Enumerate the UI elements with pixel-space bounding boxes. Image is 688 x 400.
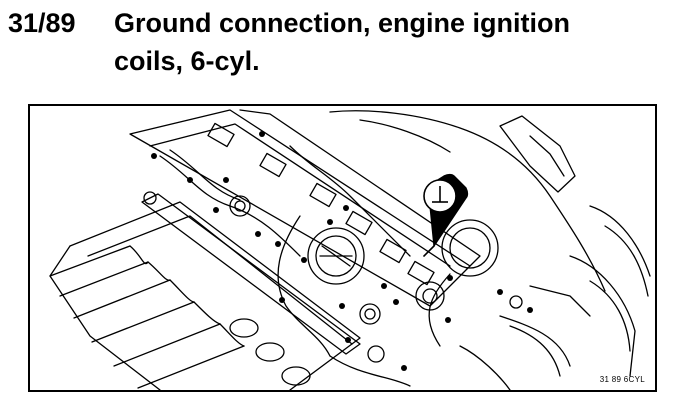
engine-bay-drawing [49,109,651,390]
oil-filler-cap [307,227,365,285]
document-title-line-1: Ground connection, engine ignition [114,8,570,38]
document-number: 31/89 [8,8,76,38]
ground-icon [423,179,457,213]
ignition-coils [207,122,435,286]
wiring-harness [159,145,411,387]
bolts [151,131,533,371]
sensors [229,195,523,363]
hoses [459,285,591,390]
engine-illustration-frame: 31 89 6CYL [28,104,657,392]
intake-manifold [49,201,361,390]
throttle-housing [428,219,499,347]
engine-block-outline [329,110,651,377]
document-title: Ground connection, engine ignition coils… [114,4,674,80]
cylinder-head-cover [129,109,481,307]
fuel-rail [141,191,361,355]
figure-code: 31 89 6CYL [599,375,645,384]
document-title-line-2: coils, 6-cyl. [114,46,260,76]
